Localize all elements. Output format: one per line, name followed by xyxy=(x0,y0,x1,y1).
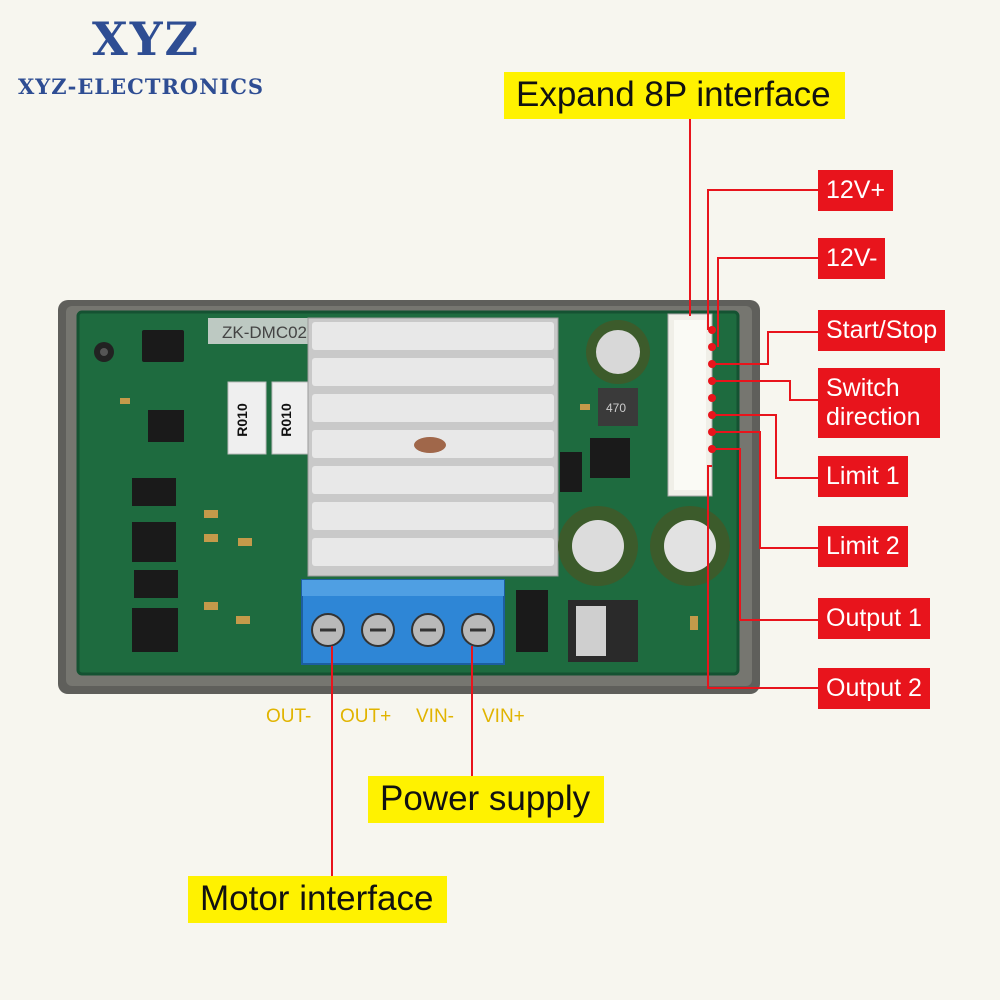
motor-interface-callout: Motor interface xyxy=(188,876,448,923)
inductor-label: 470 xyxy=(606,401,626,415)
board-model-label: ZK-DMC02 xyxy=(222,323,307,342)
heatsink xyxy=(307,317,559,577)
terminal-label-vin-plus: VIN+ xyxy=(482,706,525,727)
brand-logo: XYZ xyxy=(92,12,201,66)
pin-label-12v-minus: 12V- xyxy=(818,238,886,279)
smd-components xyxy=(120,398,698,630)
resistor-r16 xyxy=(227,381,267,455)
expand-8p-callout: Expand 8P interface xyxy=(504,72,845,119)
pin-label-output-1: Output 1 xyxy=(818,598,930,639)
pin-label-12v-plus: 12V+ xyxy=(818,170,894,211)
brand-name: XYZ-ELECTRONICS xyxy=(18,74,265,99)
pin-leader-lines xyxy=(331,88,818,878)
ic-chips xyxy=(132,330,638,662)
pin-label-switch-direction: Switch direction xyxy=(818,368,940,438)
resistor-1-label: R010 xyxy=(234,403,250,437)
terminal-label-vin-minus: VIN- xyxy=(416,706,454,727)
pin-label-limit-1: Limit 1 xyxy=(818,456,908,497)
pin-label-limit-2: Limit 2 xyxy=(818,526,908,567)
pin-label-start-stop: Start/Stop xyxy=(818,310,946,351)
resistor-r17 xyxy=(271,381,311,455)
resistor-2-label: R010 xyxy=(278,403,294,437)
pin-label-output-2: Output 2 xyxy=(818,668,930,709)
terminal-block xyxy=(301,579,505,665)
power-supply-callout: Power supply xyxy=(368,776,605,823)
expand-8p-connector xyxy=(667,313,716,497)
terminal-label-out-minus: OUT- xyxy=(266,706,312,727)
terminal-label-out-plus: OUT+ xyxy=(340,706,392,727)
capacitors xyxy=(558,320,730,586)
